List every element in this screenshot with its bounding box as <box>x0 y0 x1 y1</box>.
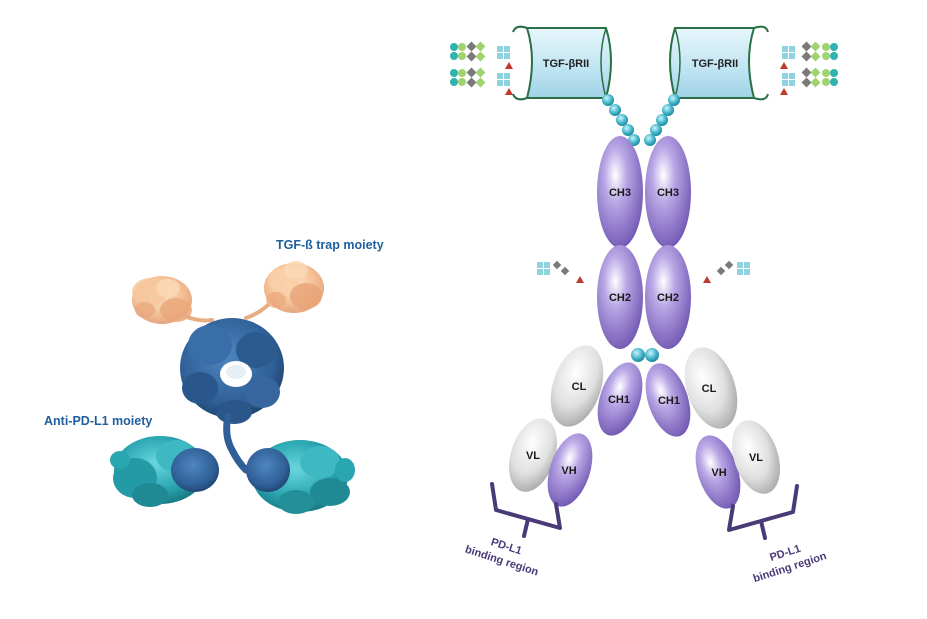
trap-lobe-left <box>132 276 192 324</box>
molecular-structure: TGF-ß trap moiety Anti-PD-L1 moiety <box>44 238 384 514</box>
vh-left-label: VH <box>561 465 576 477</box>
receptor-left: TGF-βRII <box>512 25 612 101</box>
vh-left: VH <box>547 433 593 507</box>
binding-bracket-right <box>727 484 799 540</box>
linker-beads-top <box>602 94 680 146</box>
vl-right-label: VL <box>749 452 763 464</box>
ligand-cluster-mid-right <box>703 260 750 283</box>
trap-linker-right <box>244 303 270 320</box>
trap-moiety-label: TGF-ß trap moiety <box>276 238 384 252</box>
ch1-left-label: CH1 <box>608 394 630 406</box>
ch2-right: CH2 <box>645 245 691 349</box>
cl-left-label: CL <box>572 381 587 393</box>
schematic: TGF-βRII TGF-βRII CH3 <box>450 25 838 585</box>
receptor-left-label: TGF-βRII <box>543 58 589 70</box>
ch2-left: CH2 <box>597 245 643 349</box>
ch2-left-label: CH2 <box>609 292 631 304</box>
cl-right: CL <box>684 347 738 429</box>
ch3-right-label: CH3 <box>657 187 679 199</box>
ch2-right-label: CH2 <box>657 292 679 304</box>
cl-right-label: CL <box>702 383 717 395</box>
fab-right <box>246 440 355 514</box>
anti-pdl1-moiety-label: Anti-PD-L1 moiety <box>44 414 152 428</box>
fab-left <box>110 436 219 507</box>
trap-lobe-right <box>264 261 324 313</box>
vh-right-label: VH <box>711 467 726 479</box>
cl-left: CL <box>550 345 604 427</box>
vl-left: VL <box>509 418 557 492</box>
vl-right: VL <box>732 420 780 494</box>
ch1-right: CH1 <box>645 363 691 437</box>
ligand-cluster-top-left <box>450 41 513 95</box>
vh-right: VH <box>695 435 741 509</box>
ligand-cluster-mid-left <box>537 260 584 283</box>
fc-ring <box>180 318 284 424</box>
hinge-beads <box>631 348 659 362</box>
receptor-right: TGF-βRII <box>669 25 769 101</box>
receptor-right-label: TGF-βRII <box>692 58 738 70</box>
ch3-left: CH3 <box>597 136 643 248</box>
ch3-left-label: CH3 <box>609 187 631 199</box>
ligand-cluster-top-right <box>780 41 838 95</box>
binding-bracket-left <box>490 482 562 538</box>
ch3-right: CH3 <box>645 136 691 248</box>
binding-region-left-label: PD-L1 binding region <box>463 536 540 578</box>
hinge-strand <box>223 412 250 474</box>
trap-linker-left <box>182 314 214 323</box>
binding-region-right-label: PD-L1 binding region <box>752 543 829 585</box>
ch1-left: CH1 <box>597 362 643 436</box>
vl-left-label: VL <box>526 450 540 462</box>
ch1-right-label: CH1 <box>658 395 680 407</box>
